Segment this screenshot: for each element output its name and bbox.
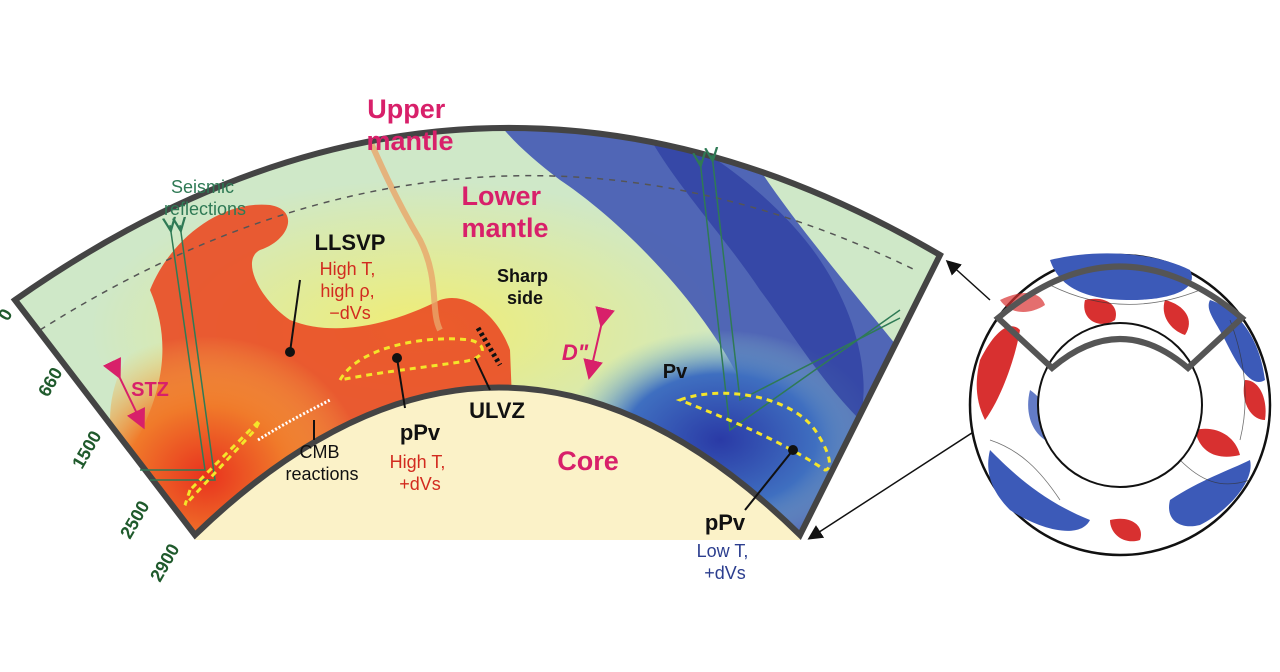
depth-tick: 2500 <box>116 497 153 542</box>
ppv-hot-properties: High T, +dVs <box>390 452 451 494</box>
pv-label: Pv <box>663 361 688 383</box>
seismic-reflections-label: Seismic reflections <box>164 177 246 219</box>
phase-transition-zones <box>183 337 831 507</box>
seismic-rays-left <box>140 225 216 481</box>
transition-zone-boundary <box>39 174 916 331</box>
depth-tick: 2900 <box>146 540 183 585</box>
depth-tick: 0 <box>0 305 16 324</box>
d-double-prime-label: D" <box>562 340 589 365</box>
lower-mantle-label: Lower mantle <box>461 181 548 243</box>
stz-label: STZ <box>131 379 169 401</box>
ppv-hot-title: pPv <box>400 420 441 445</box>
label-pointers <box>285 279 798 511</box>
ulvz-label: ULVZ <box>469 398 525 423</box>
wedge-outline <box>10 124 944 541</box>
depth-tick: 1500 <box>68 427 105 472</box>
cmb-reaction-texture <box>257 398 331 442</box>
arrow-icon <box>945 259 991 301</box>
globe-inset <box>968 253 1272 557</box>
stz-double-arrow-icon <box>102 357 145 430</box>
llsvp-properties: High T, high ρ, −dVs <box>320 259 381 323</box>
upper-mantle-label: Upper mantle <box>366 94 453 156</box>
llsvp-title: LLSVP <box>315 230 386 255</box>
sharp-side-label: Sharp side <box>497 266 553 308</box>
sharp-side-edge <box>475 326 503 367</box>
seismic-rays-right <box>700 155 901 432</box>
ppv-cold-title: pPv <box>705 510 746 535</box>
core-label: Core <box>557 446 619 476</box>
ppv-cold-properties: Low T, +dVs <box>697 541 754 583</box>
cmb-reactions-label: CMB reactions <box>285 442 358 484</box>
d-double-prime-double-arrow-icon <box>583 306 615 380</box>
depth-tick: 660 <box>34 364 66 400</box>
globe-sector-outline <box>993 263 1247 373</box>
